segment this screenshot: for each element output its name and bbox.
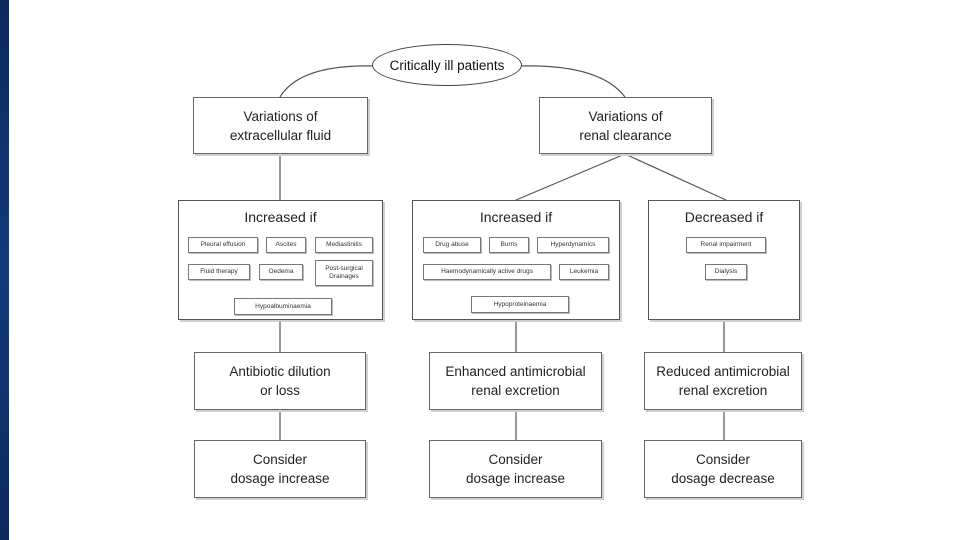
factor-chip: Mediastinitis (315, 237, 373, 253)
ecf-increased-group: Increased if Pleural effusion Ascites Me… (178, 200, 383, 320)
renal-increased-action-label: Consider dosage increase (465, 452, 566, 486)
connector-renal-to-increased (515, 153, 626, 201)
factor-chip: Ascites (266, 237, 306, 253)
factor-chip: Hypoproteinaemia (471, 296, 569, 313)
renal-variation-node: Variations of renal clearance (539, 97, 712, 154)
renal-increased-action-node: Consider dosage increase (429, 440, 602, 498)
renal-increased-group: Increased if Drug abuse Burns Hyperdynam… (412, 200, 620, 320)
renal-increased-title: Increased if (479, 209, 553, 225)
left-accent-bar (0, 0, 9, 540)
renal-increased-effect-node: Enhanced antimicrobial renal excretion (429, 352, 602, 410)
factor-chip: Hyperdynamics (537, 237, 609, 253)
connector-renal-to-decreased (624, 153, 727, 201)
factor-chip: Renal impairment (686, 237, 766, 253)
renal-decreased-effect-label: Reduced antimicrobial renal excretion (656, 364, 790, 398)
connector-root-to-renal (519, 65, 626, 98)
factor-chip: Dialysis (705, 264, 747, 280)
ecf-increased-title: Increased if (244, 209, 317, 225)
factor-chip: Fluid therapy (188, 264, 250, 280)
renal-decreased-effect-node: Reduced antimicrobial renal excretion (644, 352, 802, 410)
factor-chip: Haemodynamically active drugs (423, 264, 551, 280)
ecf-variation-label: Variations of extracellular fluid (229, 108, 332, 143)
ecf-effect-node: Antibiotic dilution or loss (194, 352, 366, 410)
factor-chip: Post-surgical Drainages (315, 260, 373, 286)
factor-chip: Drug abuse (423, 237, 481, 253)
factor-chip: Leukemia (559, 264, 609, 280)
ecf-variation-node: Variations of extracellular fluid (193, 97, 368, 154)
factor-chip: Hypoalbuminaemia (234, 298, 332, 315)
factor-chip: Burns (489, 237, 529, 253)
root-label: Critically ill patients (389, 57, 505, 73)
connector-root-to-ecf (279, 65, 376, 98)
factor-chip: Pleural effusion (188, 237, 258, 253)
renal-decreased-title: Decreased if (684, 209, 764, 225)
root-node: Critically ill patients (372, 44, 522, 86)
ecf-action-label: Consider dosage increase (230, 452, 330, 486)
renal-variation-label: Variations of renal clearance (579, 108, 672, 143)
renal-decreased-action-node: Consider dosage decrease (644, 440, 802, 498)
renal-decreased-group: Decreased if Renal impairment Dialysis (648, 200, 800, 320)
ecf-action-node: Consider dosage increase (194, 440, 366, 498)
renal-decreased-action-label: Consider dosage decrease (671, 452, 775, 486)
ecf-effect-label: Antibiotic dilution or loss (229, 364, 331, 398)
factor-chip: Oedema (259, 264, 303, 280)
renal-increased-effect-label: Enhanced antimicrobial renal excretion (445, 364, 586, 398)
